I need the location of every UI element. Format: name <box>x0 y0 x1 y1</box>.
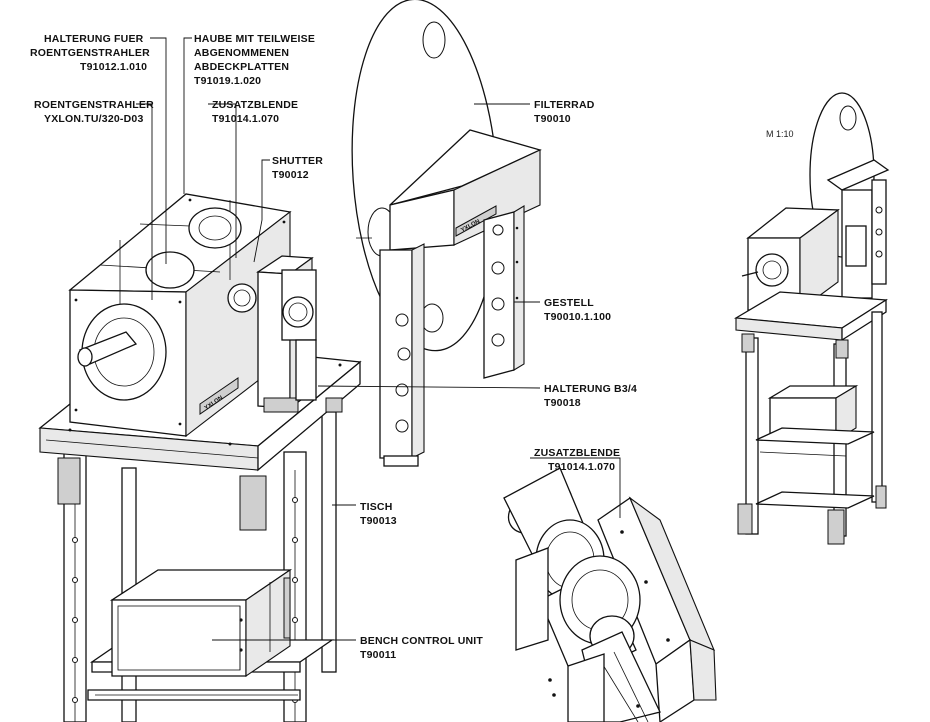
zusatzblende-detail <box>503 467 717 722</box>
housing-haube: YXLON <box>68 193 292 438</box>
label-line: ABDECKPLATTEN <box>194 61 289 73</box>
shutter <box>256 255 317 413</box>
label-line: ABGENOMMENEN <box>194 47 289 59</box>
label-shutter: SHUTTER T90012 <box>272 155 323 181</box>
label-line: HALTERUNG FUER <box>44 33 144 45</box>
label-halterung-fuer: HALTERUNG FUER ROENTGENSTRAHLER T91012.1… <box>30 33 150 73</box>
label-bench-control: BENCH CONTROL UNIT T90011 <box>360 635 483 661</box>
filterwheel-assembly: YXLON <box>351 0 542 467</box>
label-gestell: GESTELL T90010.1.100 <box>544 297 611 323</box>
label-line: GESTELL <box>544 297 594 309</box>
label-filterrad: FILTERRAD T90010 <box>534 99 595 125</box>
label-code: T90018 <box>544 397 581 409</box>
label-tisch: TISCH T90013 <box>360 501 397 527</box>
label-line: ROENTGENSTRAHLER <box>30 47 150 59</box>
label-halterung-b34: HALTERUNG B3/4 T90018 <box>544 383 637 409</box>
scale-note: M 1:10 <box>766 129 794 139</box>
label-line: FILTERRAD <box>534 99 595 111</box>
label-code: T90010.1.100 <box>544 311 611 323</box>
label-line: ZUSATZBLENDE <box>534 447 620 459</box>
label-code: T90011 <box>360 649 396 661</box>
label-line: ZUSATZBLENDE <box>212 99 298 111</box>
label-line: TISCH <box>360 501 393 513</box>
label-line: SHUTTER <box>272 155 323 167</box>
label-code: T91014.1.070 <box>212 113 279 125</box>
label-roentgenstrahler: ROENTGENSTRAHLER YXLON.TU/320-D03 <box>34 99 154 125</box>
label-code: YXLON.TU/320-D03 <box>44 113 143 125</box>
label-code: T90012 <box>272 169 309 181</box>
label-line: BENCH CONTROL UNIT <box>360 635 483 647</box>
small-assembly: M 1:10 <box>733 92 890 545</box>
label-code: T91019.1.020 <box>194 75 261 87</box>
label-zusatzblende-bottom: ZUSATZBLENDE T91014.1.070 <box>534 447 620 473</box>
label-code: T91014.1.070 <box>548 461 615 473</box>
label-zusatzblende-top: ZUSATZBLENDE T91014.1.070 <box>212 99 298 125</box>
label-line: HALTERUNG B3/4 <box>544 383 637 395</box>
bench-control-unit <box>109 568 293 678</box>
main-assembly: YXLON <box>38 193 362 722</box>
label-haube: HAUBE MIT TEILWEISE ABGENOMMENEN ABDECKP… <box>194 33 315 87</box>
label-code: T91012.1.010 <box>80 61 147 73</box>
leader-lines <box>136 37 621 641</box>
label-line: HAUBE MIT TEILWEISE <box>194 33 315 45</box>
label-code: T90013 <box>360 515 397 527</box>
label-code: T90010 <box>534 113 571 125</box>
label-line: ROENTGENSTRAHLER <box>34 99 154 111</box>
